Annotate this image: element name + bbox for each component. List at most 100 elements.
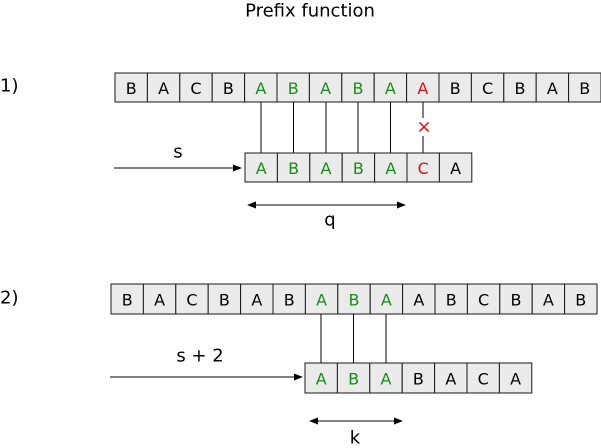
step-1-text-cell: A bbox=[244, 72, 278, 103]
step-2-text-cell: A bbox=[304, 283, 339, 315]
step-2-text-cell: A bbox=[369, 283, 404, 315]
step-1-text-cell-letter: B bbox=[223, 79, 234, 98]
step-2-pattern-cell-letter: A bbox=[510, 370, 521, 389]
step-1-text-cell: A bbox=[146, 72, 181, 103]
step-2-text-cell-box bbox=[207, 283, 242, 315]
step-2-text-cell-letter: A bbox=[543, 291, 554, 310]
step-2-text-cell: B bbox=[207, 283, 242, 315]
step-2-text-cell-box bbox=[434, 283, 468, 315]
diagram-title: Prefix function bbox=[245, 1, 375, 22]
step-2-text-cell-letter: B bbox=[511, 291, 522, 310]
step-2-pattern-cell-box bbox=[304, 362, 338, 394]
step-1-mismatch-mark: × bbox=[416, 117, 431, 138]
step-1-text-cell: A bbox=[535, 72, 570, 103]
step-2-text-cell: A bbox=[402, 283, 436, 315]
step-1-text-cell: A bbox=[373, 72, 408, 103]
step-1-pattern-cell-box bbox=[406, 152, 440, 183]
step-1-text-cell-box bbox=[470, 72, 505, 103]
step-2-pattern-cell: A bbox=[369, 362, 403, 394]
step-2-pattern-cell-letter: A bbox=[445, 370, 456, 389]
step-2-pattern-cell: A bbox=[498, 362, 533, 394]
step-2-text-cell-letter: B bbox=[446, 291, 457, 310]
step-1-text-cell-box bbox=[406, 72, 440, 103]
step-1-text-cell-letter: B bbox=[515, 79, 526, 98]
step-1-text-cell-letter: B bbox=[450, 79, 461, 98]
step-1-text-cell-letter: B bbox=[288, 79, 299, 98]
step-2-pattern-cell: B bbox=[401, 362, 436, 394]
step-2-text-cell-box bbox=[531, 283, 566, 315]
step-1-text-cell: B bbox=[503, 72, 537, 103]
step-2-text-cell-letter: A bbox=[154, 291, 165, 310]
step-1-text-cell-letter: A bbox=[417, 79, 428, 98]
step-1-text-cell: B bbox=[341, 72, 375, 103]
step-2-text-cell-box bbox=[240, 283, 274, 315]
step-2-text-cell-letter: B bbox=[219, 291, 230, 310]
step-1-pattern-cell: C bbox=[406, 152, 440, 183]
step-1-shift-label: s bbox=[173, 142, 182, 163]
step-2-pattern-cell-box bbox=[434, 362, 468, 394]
step-2-span-label: k bbox=[350, 428, 361, 448]
step-1-text-cell-box bbox=[179, 72, 213, 103]
step-1-text-cell-letter: C bbox=[482, 79, 493, 98]
step-1-text-cell: C bbox=[179, 72, 213, 103]
step-1-text-cell-letter: A bbox=[320, 79, 331, 98]
step-1-text-cell-letter: B bbox=[126, 79, 137, 98]
step-1-pattern-cell: B bbox=[341, 152, 376, 183]
step-1-text-cell: B bbox=[211, 72, 246, 103]
step-1-pattern-cell-letter: A bbox=[450, 159, 461, 178]
step-2-text-cell-letter: A bbox=[381, 291, 392, 310]
step-2-text-cell: A bbox=[531, 283, 566, 315]
step-2-pattern-cell: B bbox=[336, 362, 371, 394]
step-1-text-cell: B bbox=[438, 72, 472, 103]
step-1-pattern-cell: B bbox=[276, 152, 311, 183]
step-1-pattern-cell: A bbox=[244, 152, 278, 183]
step-1-pattern-cell: A bbox=[374, 152, 408, 183]
step-1-text-cell-letter: B bbox=[353, 79, 364, 98]
step-2-text-cell: B bbox=[272, 283, 306, 315]
step-2-pattern-cell: C bbox=[466, 362, 500, 394]
step-2-text-cell-box bbox=[337, 283, 371, 315]
step-2-text-cell: A bbox=[240, 283, 274, 315]
step-1-text-cell-letter: A bbox=[158, 79, 169, 98]
step-2-text-cell: B bbox=[434, 283, 468, 315]
step-2-text-cell-letter: C bbox=[478, 291, 489, 310]
step-2-pattern-cell-letter: B bbox=[413, 370, 424, 389]
step-1-text-cell: B bbox=[276, 72, 310, 103]
step-2-text-cell-letter: A bbox=[316, 291, 327, 310]
step-2-text-cell-box bbox=[110, 283, 144, 315]
step-2-text-cell-letter: B bbox=[349, 291, 360, 310]
step-2-label: 2) bbox=[0, 288, 18, 309]
step-2-text-cell-letter: B bbox=[122, 291, 133, 310]
step-2-pattern-cell: A bbox=[304, 362, 338, 394]
step-1-text-cell: A bbox=[406, 72, 440, 103]
step-1-pattern-cell-box bbox=[276, 152, 311, 183]
step-1-text-cell: A bbox=[308, 72, 343, 103]
step-2-text-cell-letter: B bbox=[284, 291, 295, 310]
step-1-pattern-cell-letter: C bbox=[418, 159, 429, 178]
step-2-text-cell: C bbox=[466, 283, 501, 315]
step-2-text-cell: C bbox=[175, 283, 209, 315]
step-2-pattern-cell-letter: A bbox=[381, 370, 392, 389]
step-1-text-cell-box bbox=[535, 72, 570, 103]
step-2-text-cell-box bbox=[466, 283, 501, 315]
step-1-pattern-cell-box bbox=[438, 152, 473, 183]
step-2-text-cell-box bbox=[564, 283, 598, 315]
step-1-span-label: q bbox=[324, 210, 335, 231]
step-2-pattern-cell-box bbox=[498, 362, 533, 394]
step-1-text-cell: B bbox=[114, 72, 148, 103]
step-2-connectors bbox=[320, 314, 387, 363]
step-2-text-cell: B bbox=[499, 283, 533, 315]
step-2-pattern-cell-letter: A bbox=[316, 370, 327, 389]
step-2-text-cell-letter: C bbox=[186, 291, 197, 310]
step-1-text-cell-letter: A bbox=[255, 79, 266, 98]
step-1-pattern-cell-letter: A bbox=[321, 159, 332, 178]
step-1-connectors bbox=[260, 102, 424, 153]
step-2-text-cell-box bbox=[175, 283, 209, 315]
step-2-pattern-cell-letter: B bbox=[348, 370, 359, 389]
step-2-pattern-cell-letter: C bbox=[478, 370, 489, 389]
